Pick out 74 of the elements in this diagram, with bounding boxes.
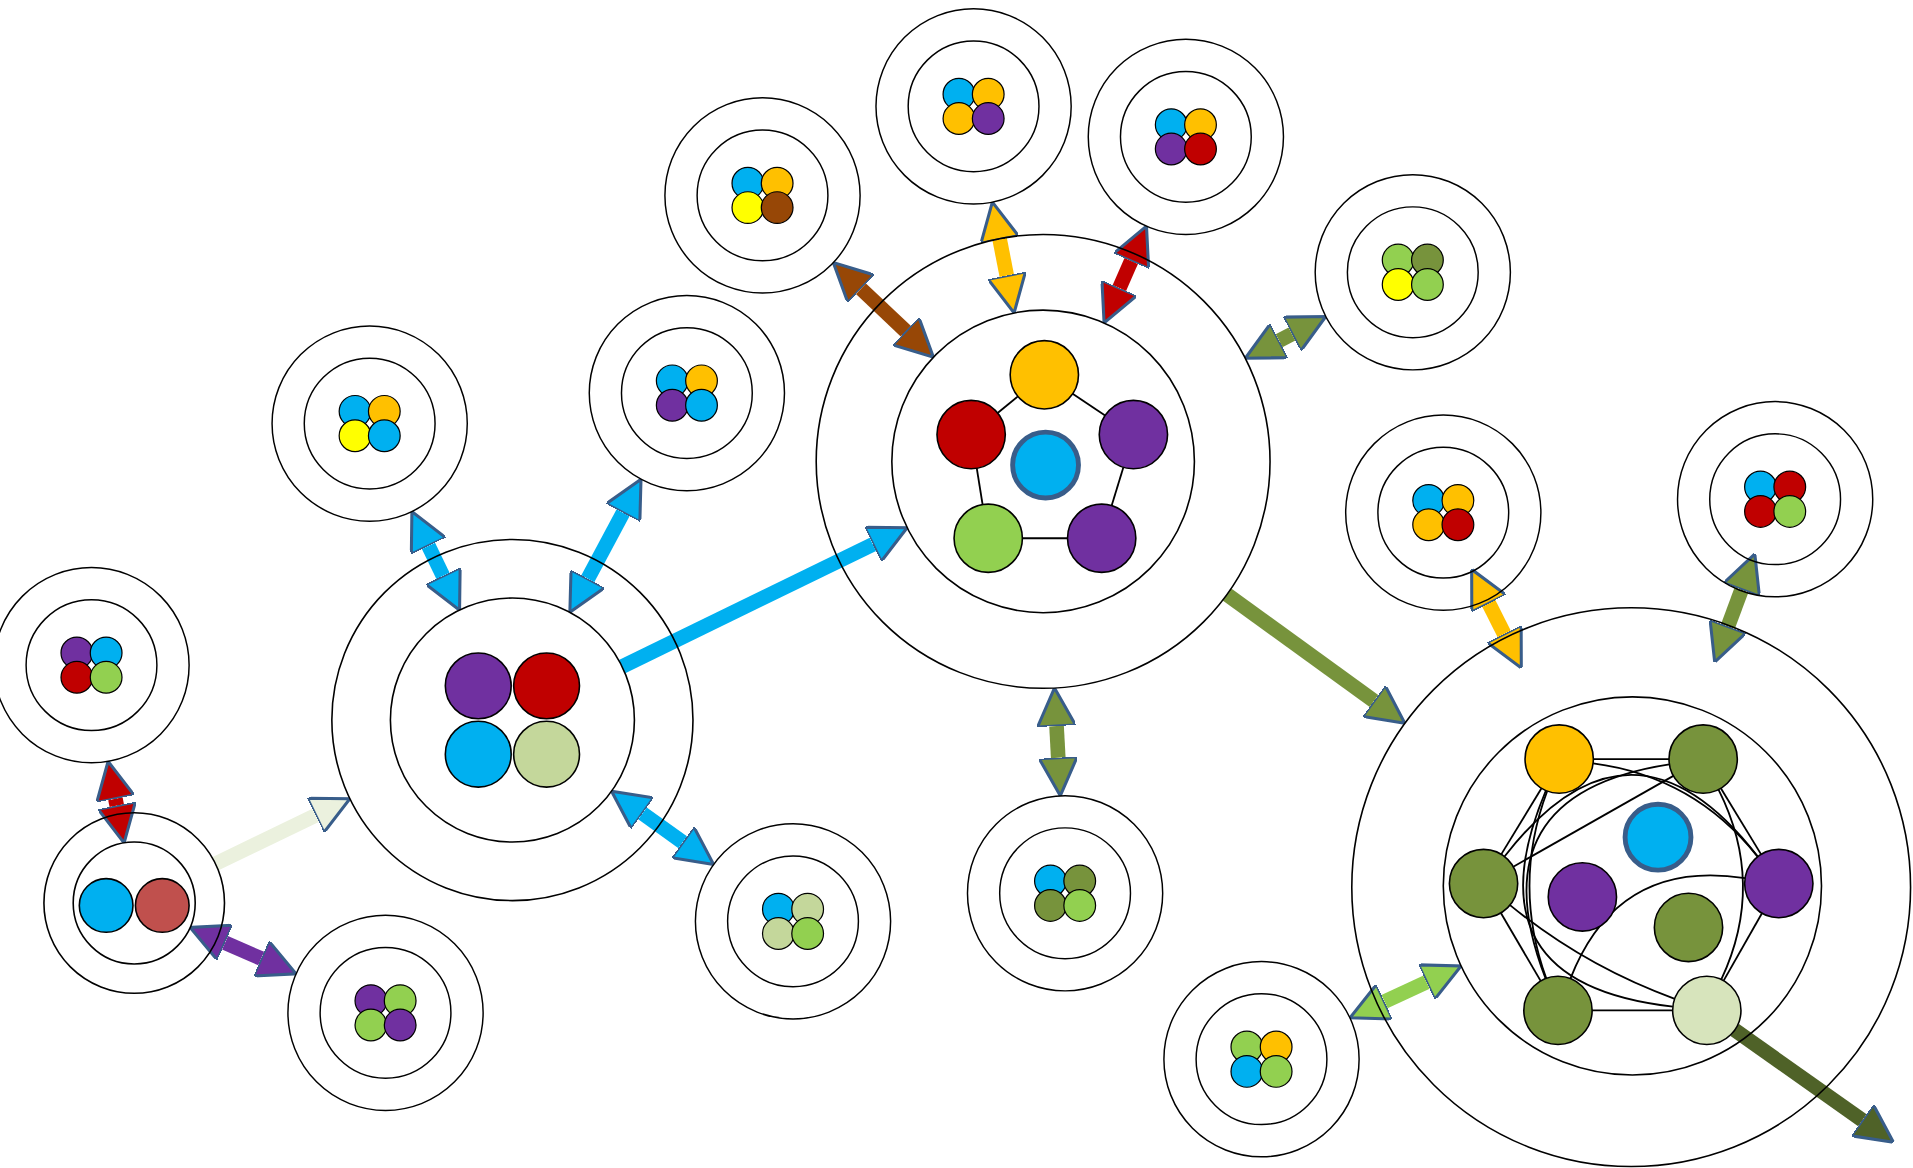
connector-line — [1110, 466, 1125, 507]
arrow — [1222, 588, 1407, 725]
connector-line — [1499, 912, 1542, 982]
circle-node — [1523, 975, 1593, 1046]
connector-line — [1071, 392, 1106, 417]
ring-node — [1314, 173, 1512, 371]
circle-node — [1524, 724, 1595, 795]
double-arrow — [1100, 224, 1151, 325]
circle-node — [1622, 801, 1694, 873]
connector-line — [1528, 790, 1549, 980]
arrow — [212, 796, 352, 871]
outer-ring — [815, 233, 1271, 690]
circle-node — [1668, 724, 1739, 795]
double-arrow — [831, 261, 935, 359]
connector-line — [1717, 788, 1744, 981]
circle-node — [134, 877, 190, 934]
circle-node — [512, 720, 581, 788]
double-arrow — [409, 510, 462, 612]
inner-ring — [1442, 696, 1823, 1076]
connector-line — [1512, 775, 1675, 868]
circle-node — [1010, 429, 1081, 501]
double-arrow — [1243, 314, 1328, 360]
connector-line — [1500, 787, 1543, 856]
ring-node — [664, 97, 861, 294]
double-arrow — [1470, 567, 1523, 670]
connector-line — [1722, 912, 1763, 982]
ring-node — [1087, 38, 1285, 236]
double-arrow — [188, 923, 298, 978]
circle-node — [1448, 848, 1519, 919]
double-arrow — [979, 200, 1027, 315]
double-arrow — [568, 477, 643, 614]
ring-node — [1344, 414, 1542, 611]
outer-ring — [1351, 607, 1912, 1168]
outer-ring — [43, 811, 226, 995]
ring-node — [0, 566, 190, 764]
connector-line — [1719, 787, 1763, 856]
arrow — [1730, 1024, 1895, 1144]
circle-node — [444, 720, 512, 788]
double-arrow — [1036, 686, 1079, 798]
connector-line — [1503, 773, 1759, 858]
ring-node — [694, 823, 892, 1020]
circle-node — [512, 652, 581, 720]
double-arrow — [95, 759, 137, 845]
circle-node — [1098, 399, 1169, 470]
connector-line — [996, 395, 1019, 414]
connector-line — [1522, 789, 1674, 1008]
circle-node — [444, 652, 512, 720]
inner-ring — [389, 597, 636, 843]
circle-node — [1009, 339, 1080, 410]
circle-node — [78, 877, 134, 934]
ring-node — [875, 8, 1072, 205]
ring-node — [1676, 400, 1874, 598]
inner-ring — [72, 841, 196, 965]
ring-node — [271, 325, 468, 522]
circle-node — [936, 399, 1007, 470]
connector-line — [1592, 762, 1759, 858]
circle-node — [1066, 503, 1137, 574]
double-arrow — [1348, 963, 1463, 1021]
circle-node — [953, 503, 1024, 574]
connector-line — [1509, 904, 1676, 1000]
circle-node — [1671, 975, 1742, 1046]
ring-node — [287, 914, 484, 1112]
circle-node — [1743, 848, 1814, 919]
connector-line — [975, 467, 984, 506]
circle-node — [1653, 892, 1724, 963]
arrow — [618, 525, 909, 674]
ring-node — [966, 794, 1164, 992]
outer-ring — [331, 538, 694, 902]
inner-ring — [891, 309, 1196, 614]
double-arrow — [1708, 552, 1761, 664]
double-arrow — [610, 789, 716, 866]
circle-node — [1547, 862, 1618, 932]
ring-node — [588, 294, 786, 492]
ring-node — [1163, 960, 1360, 1158]
